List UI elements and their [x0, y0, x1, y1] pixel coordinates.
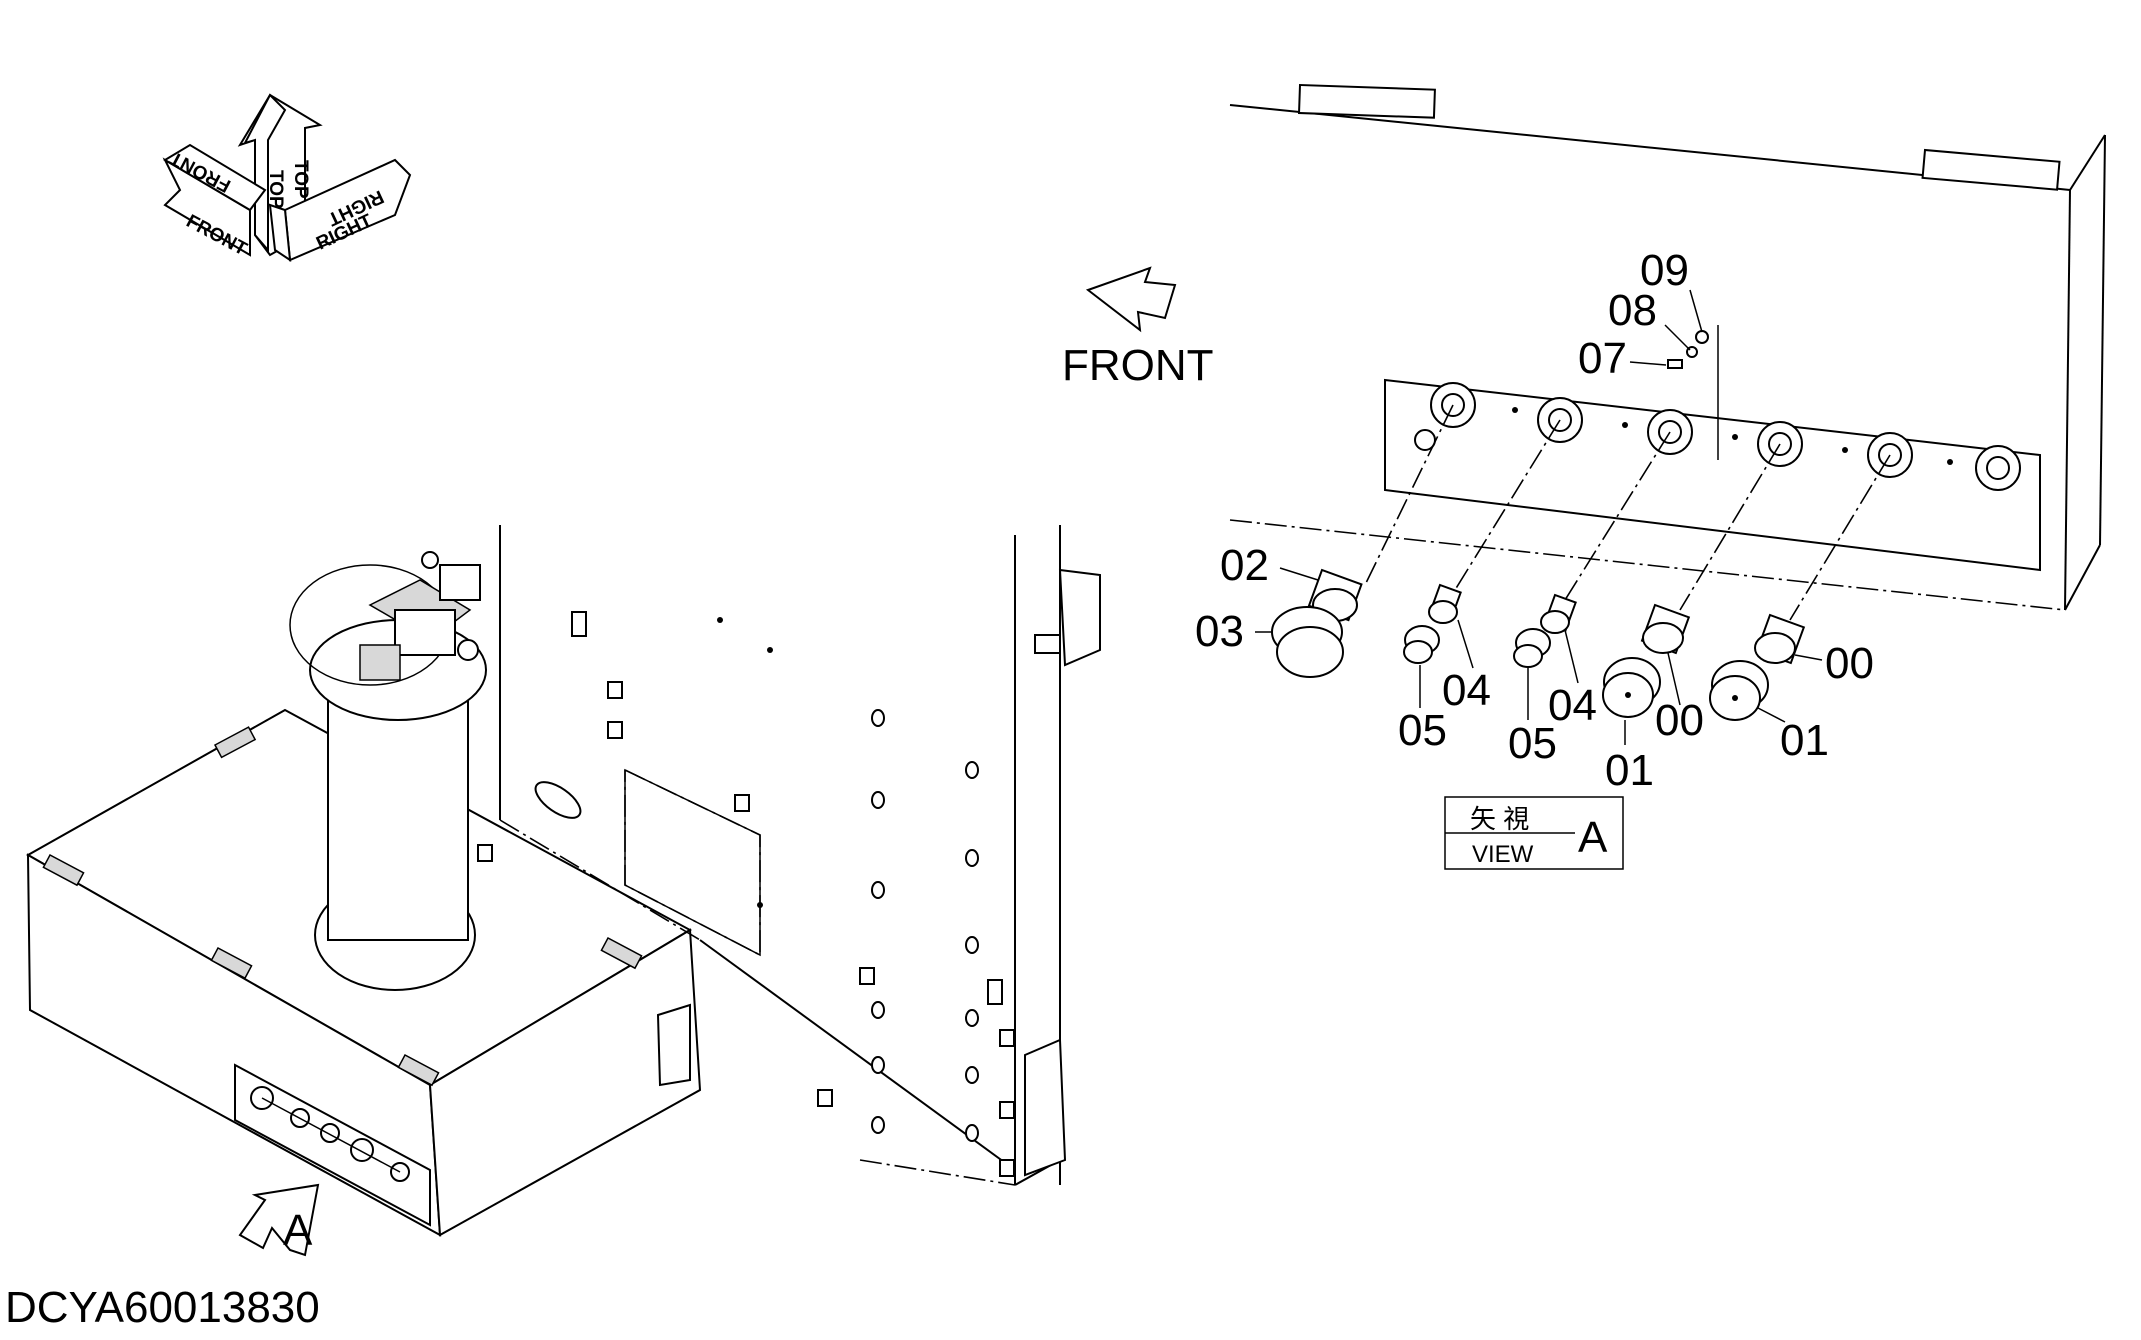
fitting-01a [1602, 657, 1661, 718]
callout-07: 07 [1578, 334, 1627, 383]
callout-05b: 05 [1508, 719, 1557, 768]
fitting-05a [1403, 625, 1440, 664]
callout-08: 08 [1608, 286, 1657, 335]
front-direction-arrow [1085, 266, 1177, 333]
callout-00a: 00 [1655, 696, 1704, 745]
view-a-arrow-label: A [283, 1206, 313, 1255]
callout-00b: 00 [1825, 639, 1874, 688]
fitting-03 [1271, 606, 1344, 678]
port-leader-lines [1364, 325, 1891, 621]
fitting-04a [1428, 583, 1462, 624]
orientation-top-label: TOP [265, 170, 286, 209]
tank-port-fittings [250, 1086, 410, 1182]
callout-01a: 01 [1605, 746, 1654, 795]
fitting-04b [1540, 593, 1577, 634]
callout-03: 03 [1195, 607, 1244, 656]
view-a-label-box: 矢 視 VIEW A [1444, 796, 1624, 870]
fitting-00a [1640, 603, 1691, 655]
frame-panel [477, 525, 1101, 1186]
callout-04b: 04 [1548, 681, 1597, 730]
view-a-english-label: VIEW [1472, 841, 1534, 868]
callout-09: 09 [1640, 246, 1689, 295]
callout-04a: 04 [1442, 666, 1491, 715]
drawing-number: DCYA60013830 [5, 1283, 320, 1332]
view-a-letter: A [1578, 813, 1608, 862]
frame-holes [717, 617, 979, 1142]
callout-05a: 05 [1398, 706, 1447, 755]
fitting-05b [1513, 628, 1551, 668]
fitting-01b [1709, 660, 1769, 721]
callout-01b: 01 [1780, 716, 1829, 765]
orientation-top-mirror-label: TOP [290, 160, 311, 199]
frame-clips [477, 611, 1015, 1177]
view-a-panel [1229, 83, 2106, 621]
callout-02: 02 [1220, 541, 1269, 590]
tank-assembly [25, 551, 702, 1237]
fitting-00b [1754, 613, 1806, 665]
view-a-japanese-label: 矢 視 [1470, 804, 1529, 834]
view-a-arrow [238, 1183, 320, 1257]
callout-leaders [1255, 289, 1823, 745]
front-label: FRONT [1062, 341, 1214, 390]
orientation-arrows-icon: FRONT FRONT TOP TOP RIGHT RIGHT [162, 93, 412, 263]
fittings [1271, 568, 1806, 721]
